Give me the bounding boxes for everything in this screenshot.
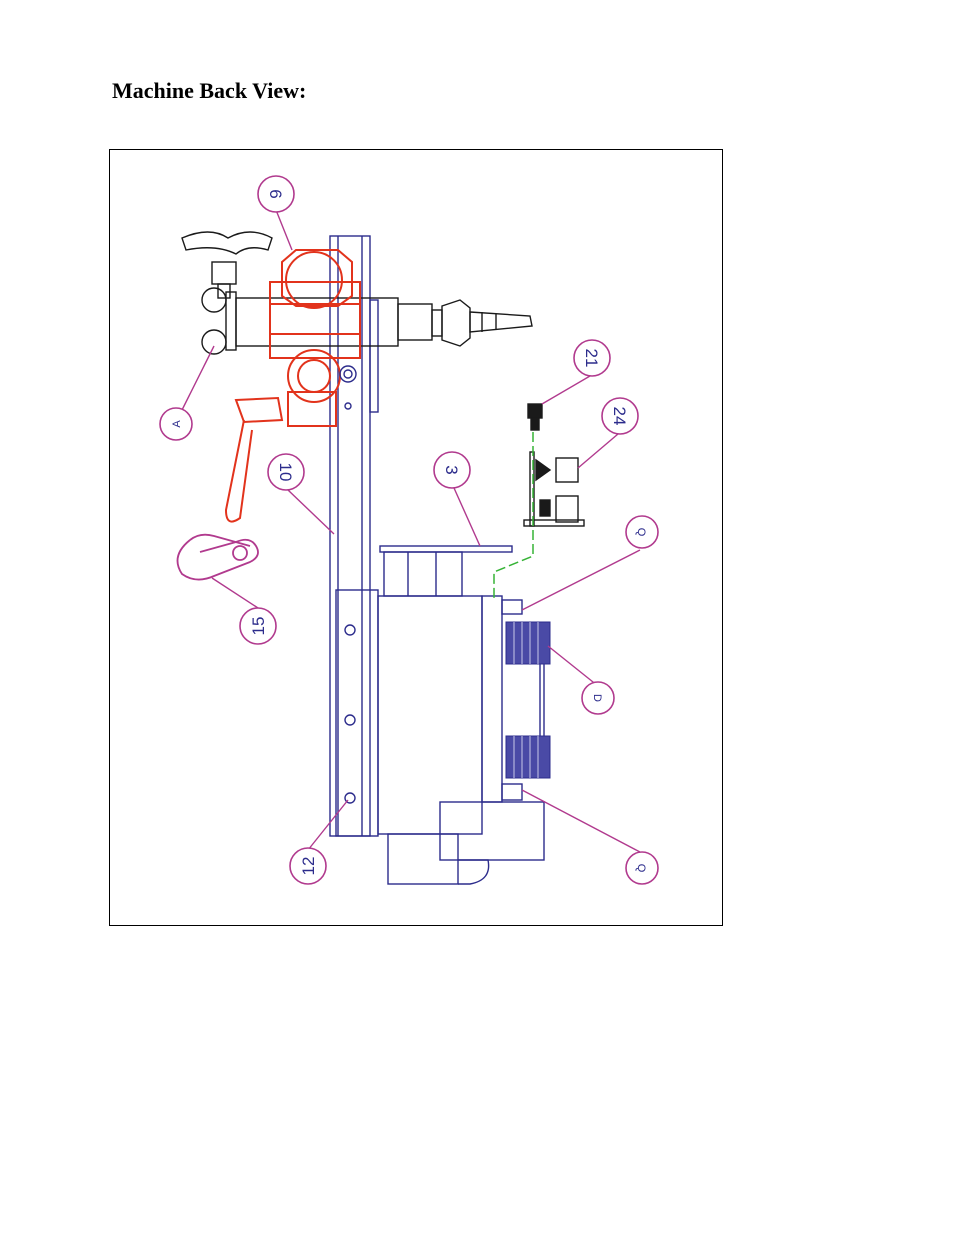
svg-text:15: 15 xyxy=(249,617,268,636)
svg-text:10: 10 xyxy=(276,463,295,482)
rail xyxy=(330,236,378,836)
callout-10: 10 xyxy=(268,454,304,490)
svg-text:Q: Q xyxy=(635,528,647,537)
clamp-screw xyxy=(340,366,356,409)
svg-text:3: 3 xyxy=(442,465,461,474)
callout-3: 3 xyxy=(434,452,470,488)
callout-6: 6 xyxy=(258,176,294,212)
svg-text:A: A xyxy=(171,420,183,428)
callout-Q-lower: Q xyxy=(626,852,658,884)
carriage xyxy=(336,546,544,884)
torch-body xyxy=(182,232,532,354)
callout-15: 15 xyxy=(240,608,276,644)
callout-Q-upper: Q xyxy=(626,516,658,548)
svg-text:12: 12 xyxy=(299,857,318,876)
callout-12: 12 xyxy=(290,848,326,884)
svg-text:21: 21 xyxy=(582,349,601,368)
callout-24: 24 xyxy=(602,398,638,434)
callout-D: D xyxy=(582,682,614,714)
green-leader xyxy=(494,432,533,598)
callout-21: 21 xyxy=(574,340,610,376)
snap-hook xyxy=(178,535,259,580)
svg-text:24: 24 xyxy=(610,407,629,426)
svg-text:6: 6 xyxy=(266,189,285,198)
callout-A: A xyxy=(160,408,192,440)
svg-text:Q: Q xyxy=(635,864,647,873)
callout-leaders xyxy=(182,210,640,852)
svg-text:D: D xyxy=(591,694,603,702)
